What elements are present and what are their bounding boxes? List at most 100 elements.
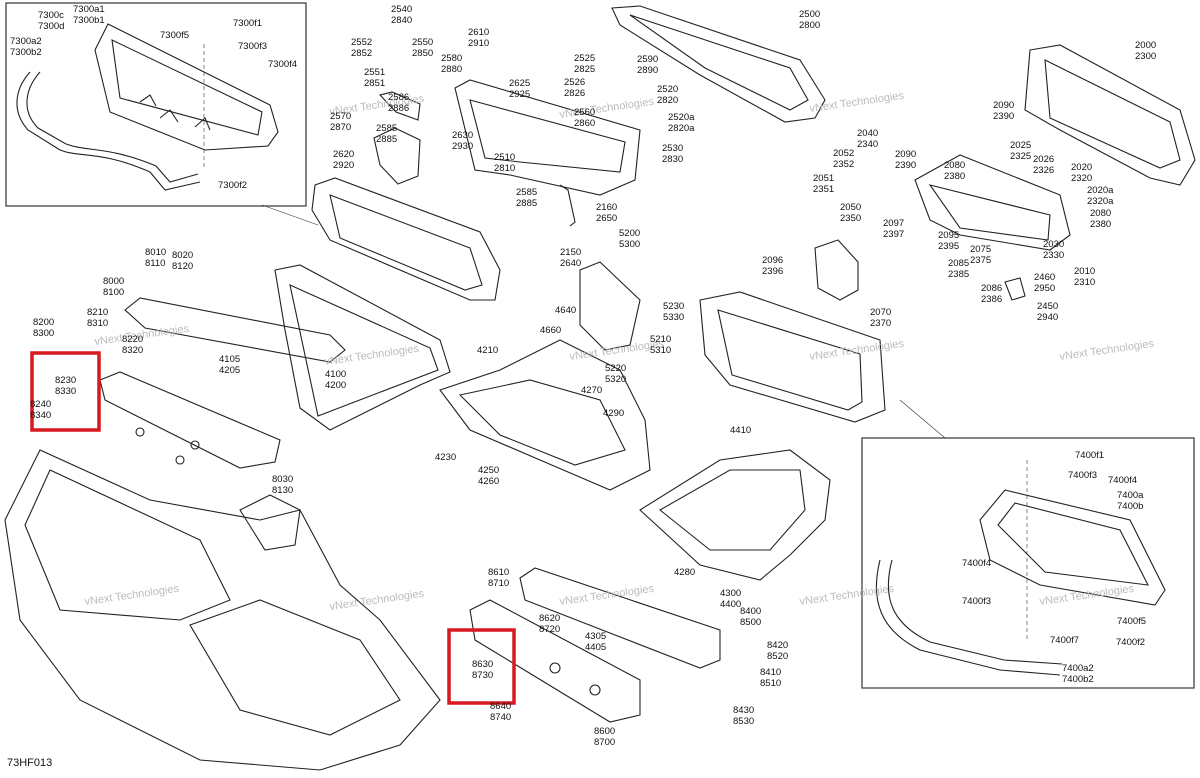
callout-part-number-alt: 2851 [364,78,385,89]
callout-part-number-alt: 2940 [1037,312,1058,323]
callout-part-number-alt: 2380 [944,171,965,182]
callout-7300f2: 7300f2 [218,180,247,191]
callout-part-number: 4280 [674,567,695,578]
callout-part-number: 8220 [122,334,143,345]
callout-part-number: 4210 [477,345,498,356]
rocker-sill-right [469,567,721,723]
callout-part-number: 4230 [435,452,456,463]
callout-part-number-alt: 8700 [594,737,615,748]
inset-box-bottom-right [861,437,1195,689]
callout-part-number: 2160 [596,202,617,213]
callout-part-number-alt: 2820a [668,123,695,134]
callout-part-number: 2080 [1090,208,1111,219]
door-frame-front [373,79,641,227]
door-panel-rear-left [611,5,826,123]
callout-part-number-alt: 2380 [1090,219,1111,230]
callout-part-number: 2580 [441,53,462,64]
callout-part-number: 2000 [1135,40,1156,51]
floor-panel-4100 [274,264,451,431]
callout-part-number: 2026 [1033,154,1054,165]
callout-4290: 4290 [603,408,624,419]
callout-part-number-alt: 2300 [1135,51,1156,62]
callout-part-number-alt: 2395 [938,241,959,252]
callout-part-number-alt: 2386 [981,294,1002,305]
callout-part-number-alt: 5300 [619,239,640,250]
callout-part-number: 2530 [662,143,683,154]
callout-part-number-alt: 8130 [272,485,293,496]
callout-part-number-alt: 8100 [103,287,124,298]
callout-part-number-alt: 8310 [87,318,108,329]
callout-part-number: 8230 [55,375,76,386]
callout-part-number: 2052 [833,148,854,159]
callout-part-number-alt: 2885 [376,134,397,145]
callout-part-number: 8210 [87,307,108,318]
callout-part-number: 2552 [351,37,372,48]
callout-part-number-alt: 8330 [55,386,76,397]
callout-part-number-alt: 2390 [993,111,1014,122]
callout-part-number: 2610 [468,27,489,38]
callout-part-number: 8020 [172,250,193,261]
callout-part-number: 7400f3 [962,596,991,607]
door-frame-rear [311,177,501,301]
callout-part-number-alt: 2390 [895,160,916,171]
callout-layer: 7300c7300d7300a17300b17300a27300b27300f5… [10,4,1156,748]
callout-part-number: 8400 [740,606,761,617]
callout-part-number-alt: 4260 [478,476,499,487]
callout-part-number-alt: 2350 [840,213,861,224]
inset-door-assembly-right [875,460,1166,676]
callout-part-number: 2526 [564,77,585,88]
callout-part-number: 2585 [376,123,397,134]
callout-part-number: 2450 [1037,301,1058,312]
callout-part-number: 7300a1 [73,4,105,15]
callout-part-number: 2500 [799,9,820,20]
watermark-text: vNext Technologies [329,588,425,613]
callout-part-number-alt: 2880 [441,64,462,75]
callout-part-number: 2570 [330,111,351,122]
callout-part-number-alt: 8530 [733,716,754,727]
callout-7400f1: 7400f1 [1075,450,1104,461]
callout-part-number: 2560 [574,107,595,118]
rocker-sill-left [99,297,346,469]
callout-part-number-alt: 2640 [560,258,581,269]
callout-part-number: 4100 [325,369,346,380]
callout-part-number: 2095 [938,230,959,241]
callout-part-number-alt: 2396 [762,266,783,277]
callout-part-number: 7300f3 [238,41,267,52]
callout-part-number: 2150 [560,247,581,258]
callout-part-number: 2551 [364,67,385,78]
callout-part-number-alt: 2810 [494,163,515,174]
watermark-text: vNext Technologies [1059,338,1155,363]
callout-part-number: 8420 [767,640,788,651]
callout-part-number: 4250 [478,465,499,476]
callout-part-number-alt: 4405 [585,642,606,653]
callout-part-number: 7300a2 [10,36,42,47]
callout-part-number: 2090 [993,100,1014,111]
callout-part-number-alt: 7300d [38,21,64,32]
callout-part-number-alt: 8520 [767,651,788,662]
callout-part-number-alt: 8500 [740,617,761,628]
